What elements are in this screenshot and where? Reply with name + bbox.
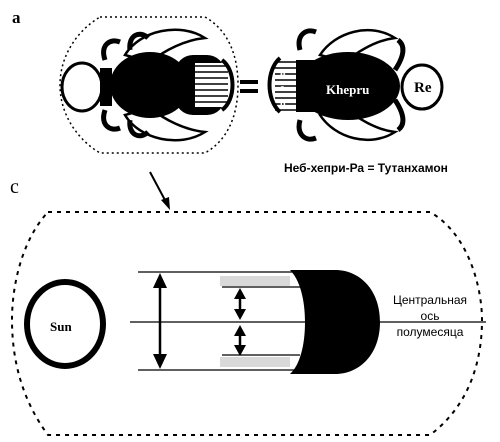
pointer-arrow-icon [149, 171, 170, 210]
stripe-letter-n: n [280, 67, 286, 78]
small-double-arrow-upper-icon [234, 288, 246, 320]
right-scarab-icon [267, 28, 444, 142]
axis-label: Центральная ось полумесяца [380, 292, 480, 340]
equation-caption: Неб-хепри-Ра = Тутанхамон [284, 161, 448, 175]
measurement-guides [138, 271, 300, 371]
khepru-label: Khepru [326, 82, 370, 97]
axis-label-line-2: ось [420, 309, 440, 323]
equals-sign [240, 80, 258, 93]
re-label: Re [414, 80, 432, 96]
crescent-icon [220, 270, 380, 374]
sun-disk-icon [24, 279, 106, 369]
sun-label: Sun [50, 319, 72, 334]
axis-label-line-1: Центральная [392, 293, 468, 307]
panel-a-label: a [12, 8, 21, 27]
stripe-letter-b: b [280, 99, 286, 110]
large-double-arrow-icon [153, 273, 167, 369]
small-double-arrow-lower-icon [234, 325, 246, 356]
axis-label-line-3: полумесяца [396, 325, 464, 339]
panel-c-label: c [10, 176, 19, 198]
stripe-letter-e: e [280, 83, 285, 94]
left-scarab-icon [60, 28, 235, 142]
